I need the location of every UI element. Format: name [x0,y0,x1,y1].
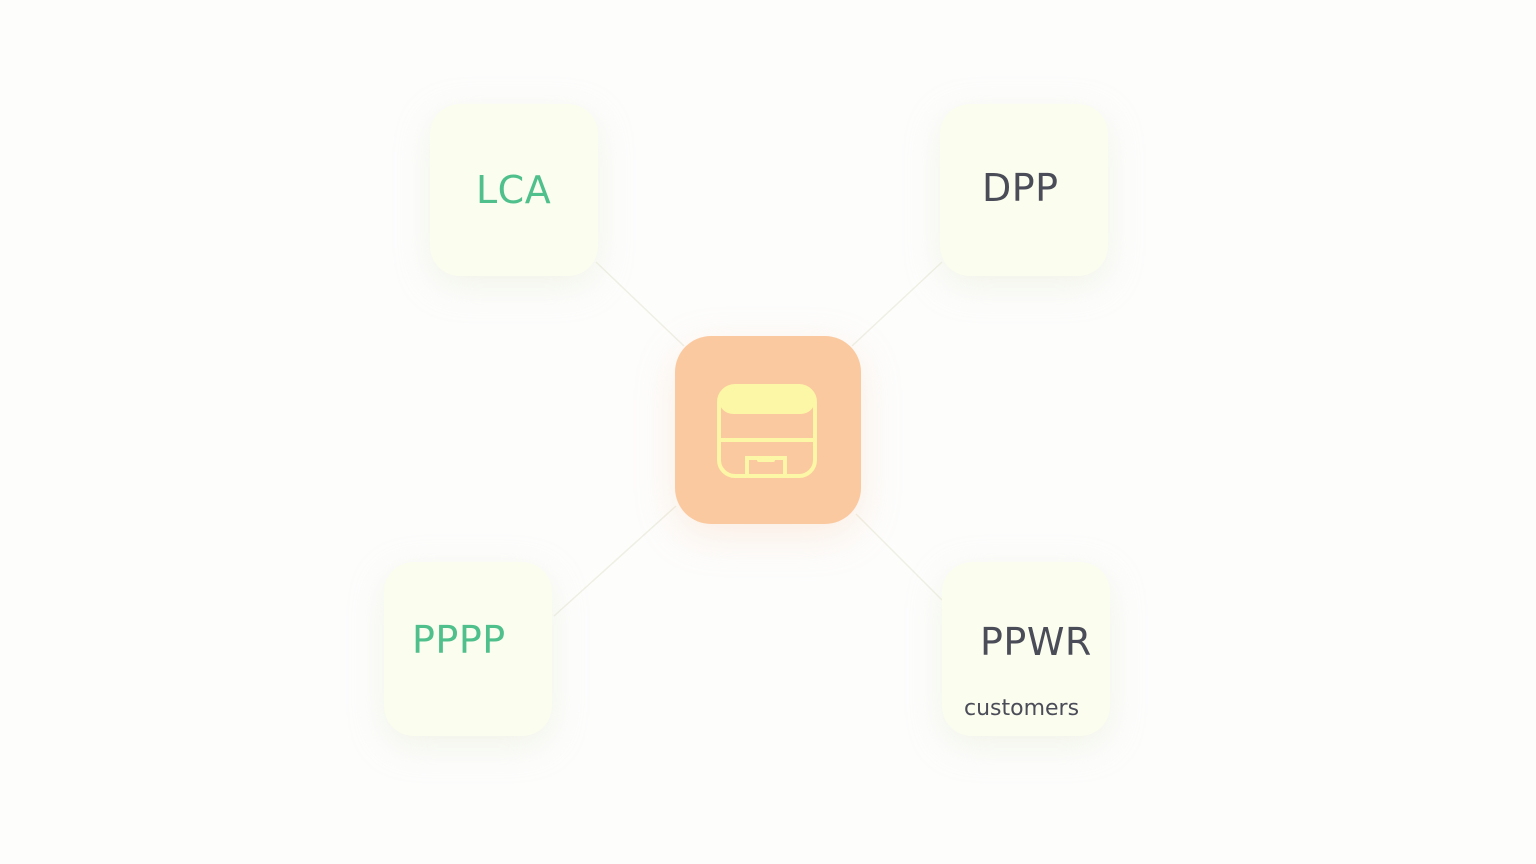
node-label-lca: LCA [476,168,552,212]
node-label-dpp: DPP [982,166,1059,210]
box-lid [719,386,815,414]
connector-lca [595,261,685,347]
node-sublabel-ppwr: customers [964,696,1080,721]
box-body [717,384,817,478]
storage-box-icon [717,384,817,478]
node-label-ppwr: PPWR [980,620,1092,664]
connector-dpp [851,261,943,347]
hub-node[interactable] [675,336,861,524]
node-lca[interactable]: LCA [430,104,598,276]
node-label-pppp: PPPP [412,618,506,662]
connector-ppwr [855,513,943,601]
node-pppp[interactable]: PPPP [384,562,552,736]
node-dpp[interactable]: DPP [940,104,1108,276]
node-ppwr[interactable]: PPWR customers [942,562,1110,736]
connector-pppp [553,505,677,617]
